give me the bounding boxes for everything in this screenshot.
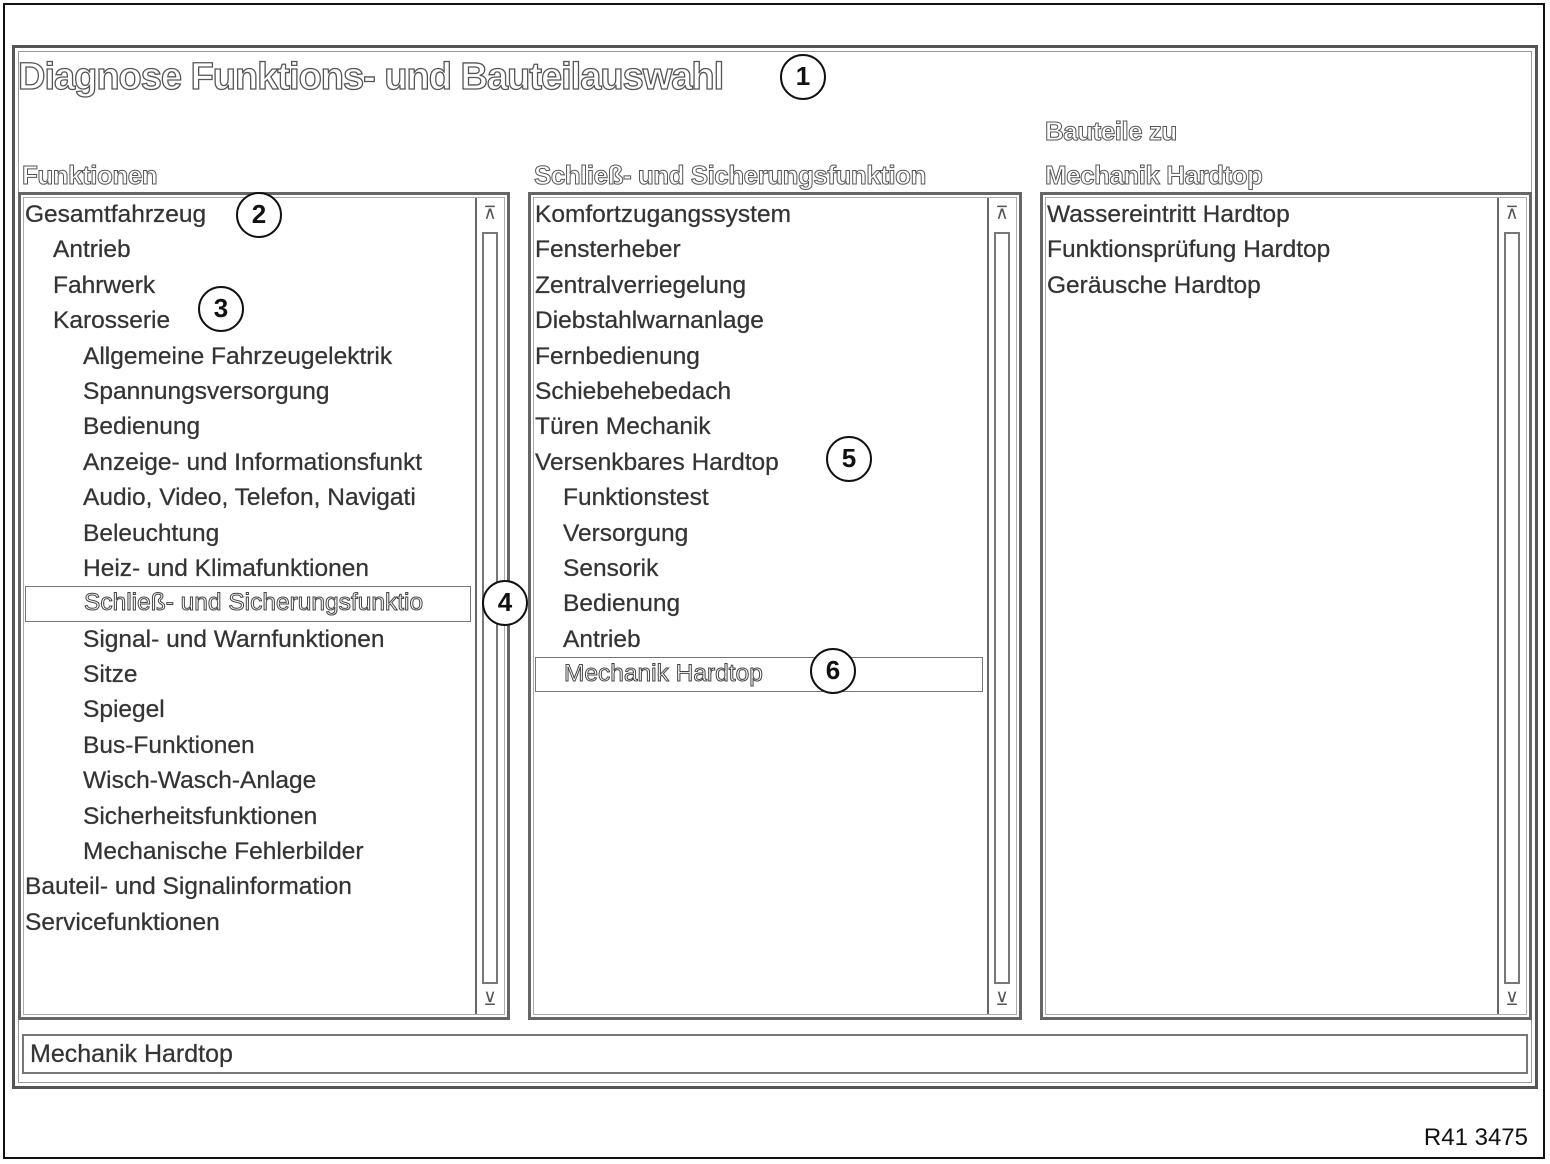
list-item-selected[interactable]: Mechanik Hardtop	[535, 657, 983, 693]
list-item[interactable]: Funktionstest	[563, 484, 709, 512]
callout-2: 2	[236, 192, 282, 238]
list-item[interactable]: Beleuchtung	[83, 519, 220, 547]
list-item[interactable]: Versorgung	[563, 519, 689, 547]
list-item[interactable]: Fahrwerk	[53, 271, 156, 299]
list-item[interactable]: Bus-Funktionen	[83, 731, 255, 759]
scroll-up-arrow-icon[interactable]: ⊼	[483, 203, 497, 223]
list-item[interactable]: Bedienung	[563, 590, 681, 618]
list-item[interactable]: Allgemeine Fahrzeugelektrik	[83, 342, 393, 370]
list-item[interactable]: Wisch-Wasch-Anlage	[83, 767, 317, 795]
list-item[interactable]: Versenkbares Hardtop	[535, 448, 779, 476]
list-item[interactable]: Schiebehebedach	[535, 377, 732, 405]
scroll-down-arrow-icon[interactable]: ⊻	[995, 989, 1009, 1009]
list-item[interactable]: Wassereintritt Hardtop	[1047, 201, 1290, 228]
list-item[interactable]: Heiz- und Klimafunktionen	[83, 554, 369, 582]
callout-1: 1	[780, 54, 826, 100]
subfunctions-scrollbar[interactable]: ⊼ ⊻	[987, 198, 1015, 1014]
subfunctions-column-label: Schließ- und Sicherungsfunktion	[534, 160, 927, 191]
list-item[interactable]: Sicherheitsfunktionen	[83, 802, 318, 830]
callout-5: 5	[826, 436, 872, 482]
list-item[interactable]: Fernbedienung	[535, 342, 700, 370]
components-column-label-line1: Bauteile zu	[1045, 116, 1178, 147]
list-item[interactable]: Antrieb	[53, 236, 131, 264]
list-item[interactable]: Spannungsversorgung	[83, 377, 330, 405]
list-item[interactable]: Signal- und Warnfunktionen	[83, 625, 385, 653]
list-item[interactable]: Geräusche Hardtop	[1047, 271, 1261, 299]
components-column-label-line2: Mechanik Hardtop	[1044, 160, 1263, 191]
list-item[interactable]: Diebstahlwarnanlage	[535, 307, 764, 335]
scroll-up-arrow-icon[interactable]: ⊼	[1505, 203, 1519, 223]
scroll-track[interactable]	[1504, 232, 1520, 984]
list-item[interactable]: Gesamtfahrzeug	[25, 201, 207, 228]
list-item[interactable]: Antrieb	[563, 625, 641, 653]
page-frame	[3, 3, 1545, 1159]
list-item[interactable]: Bedienung	[83, 413, 201, 441]
list-item[interactable]: Funktionsprüfung Hardtop	[1047, 236, 1331, 264]
list-item[interactable]: Fensterheber	[535, 236, 681, 264]
list-item[interactable]: Audio, Video, Telefon, Navigati	[83, 484, 416, 512]
list-item[interactable]: Bauteil- und Signalinformation	[25, 873, 352, 901]
list-item[interactable]: Zentralverriegelung	[535, 271, 747, 299]
list-item[interactable]: Spiegel	[83, 696, 165, 724]
scroll-down-arrow-icon[interactable]: ⊻	[483, 989, 497, 1009]
list-item[interactable]: Mechanische Fehlerbilder	[83, 838, 364, 866]
components-scrollbar[interactable]: ⊼ ⊻	[1497, 198, 1525, 1014]
list-item[interactable]: Karosserie	[53, 307, 171, 335]
scroll-track[interactable]	[994, 232, 1010, 984]
callout-4: 4	[482, 580, 528, 626]
list-item[interactable]: Anzeige- und Informationsfunkt	[83, 448, 423, 476]
functions-column-label: Funktionen	[21, 160, 158, 191]
list-item[interactable]: Komfortzugangssystem	[535, 201, 791, 228]
list-item-selected[interactable]: Schließ- und Sicherungsfunktio	[25, 586, 471, 622]
callout-3: 3	[198, 286, 244, 332]
figure-reference: R41 3475	[1423, 1124, 1528, 1151]
window-title: Diagnose Funktions- und Bauteilauswahl	[17, 55, 724, 98]
scroll-down-arrow-icon[interactable]: ⊻	[1505, 989, 1519, 1009]
list-item[interactable]: Türen Mechanik	[535, 413, 711, 441]
list-item[interactable]: Sensorik	[563, 554, 659, 582]
list-item[interactable]: Sitze	[83, 661, 138, 689]
callout-6: 6	[810, 648, 856, 694]
status-bar: Mechanik Hardtop	[22, 1034, 1528, 1074]
scroll-up-arrow-icon[interactable]: ⊼	[995, 203, 1009, 223]
list-item[interactable]: Servicefunktionen	[25, 908, 220, 936]
